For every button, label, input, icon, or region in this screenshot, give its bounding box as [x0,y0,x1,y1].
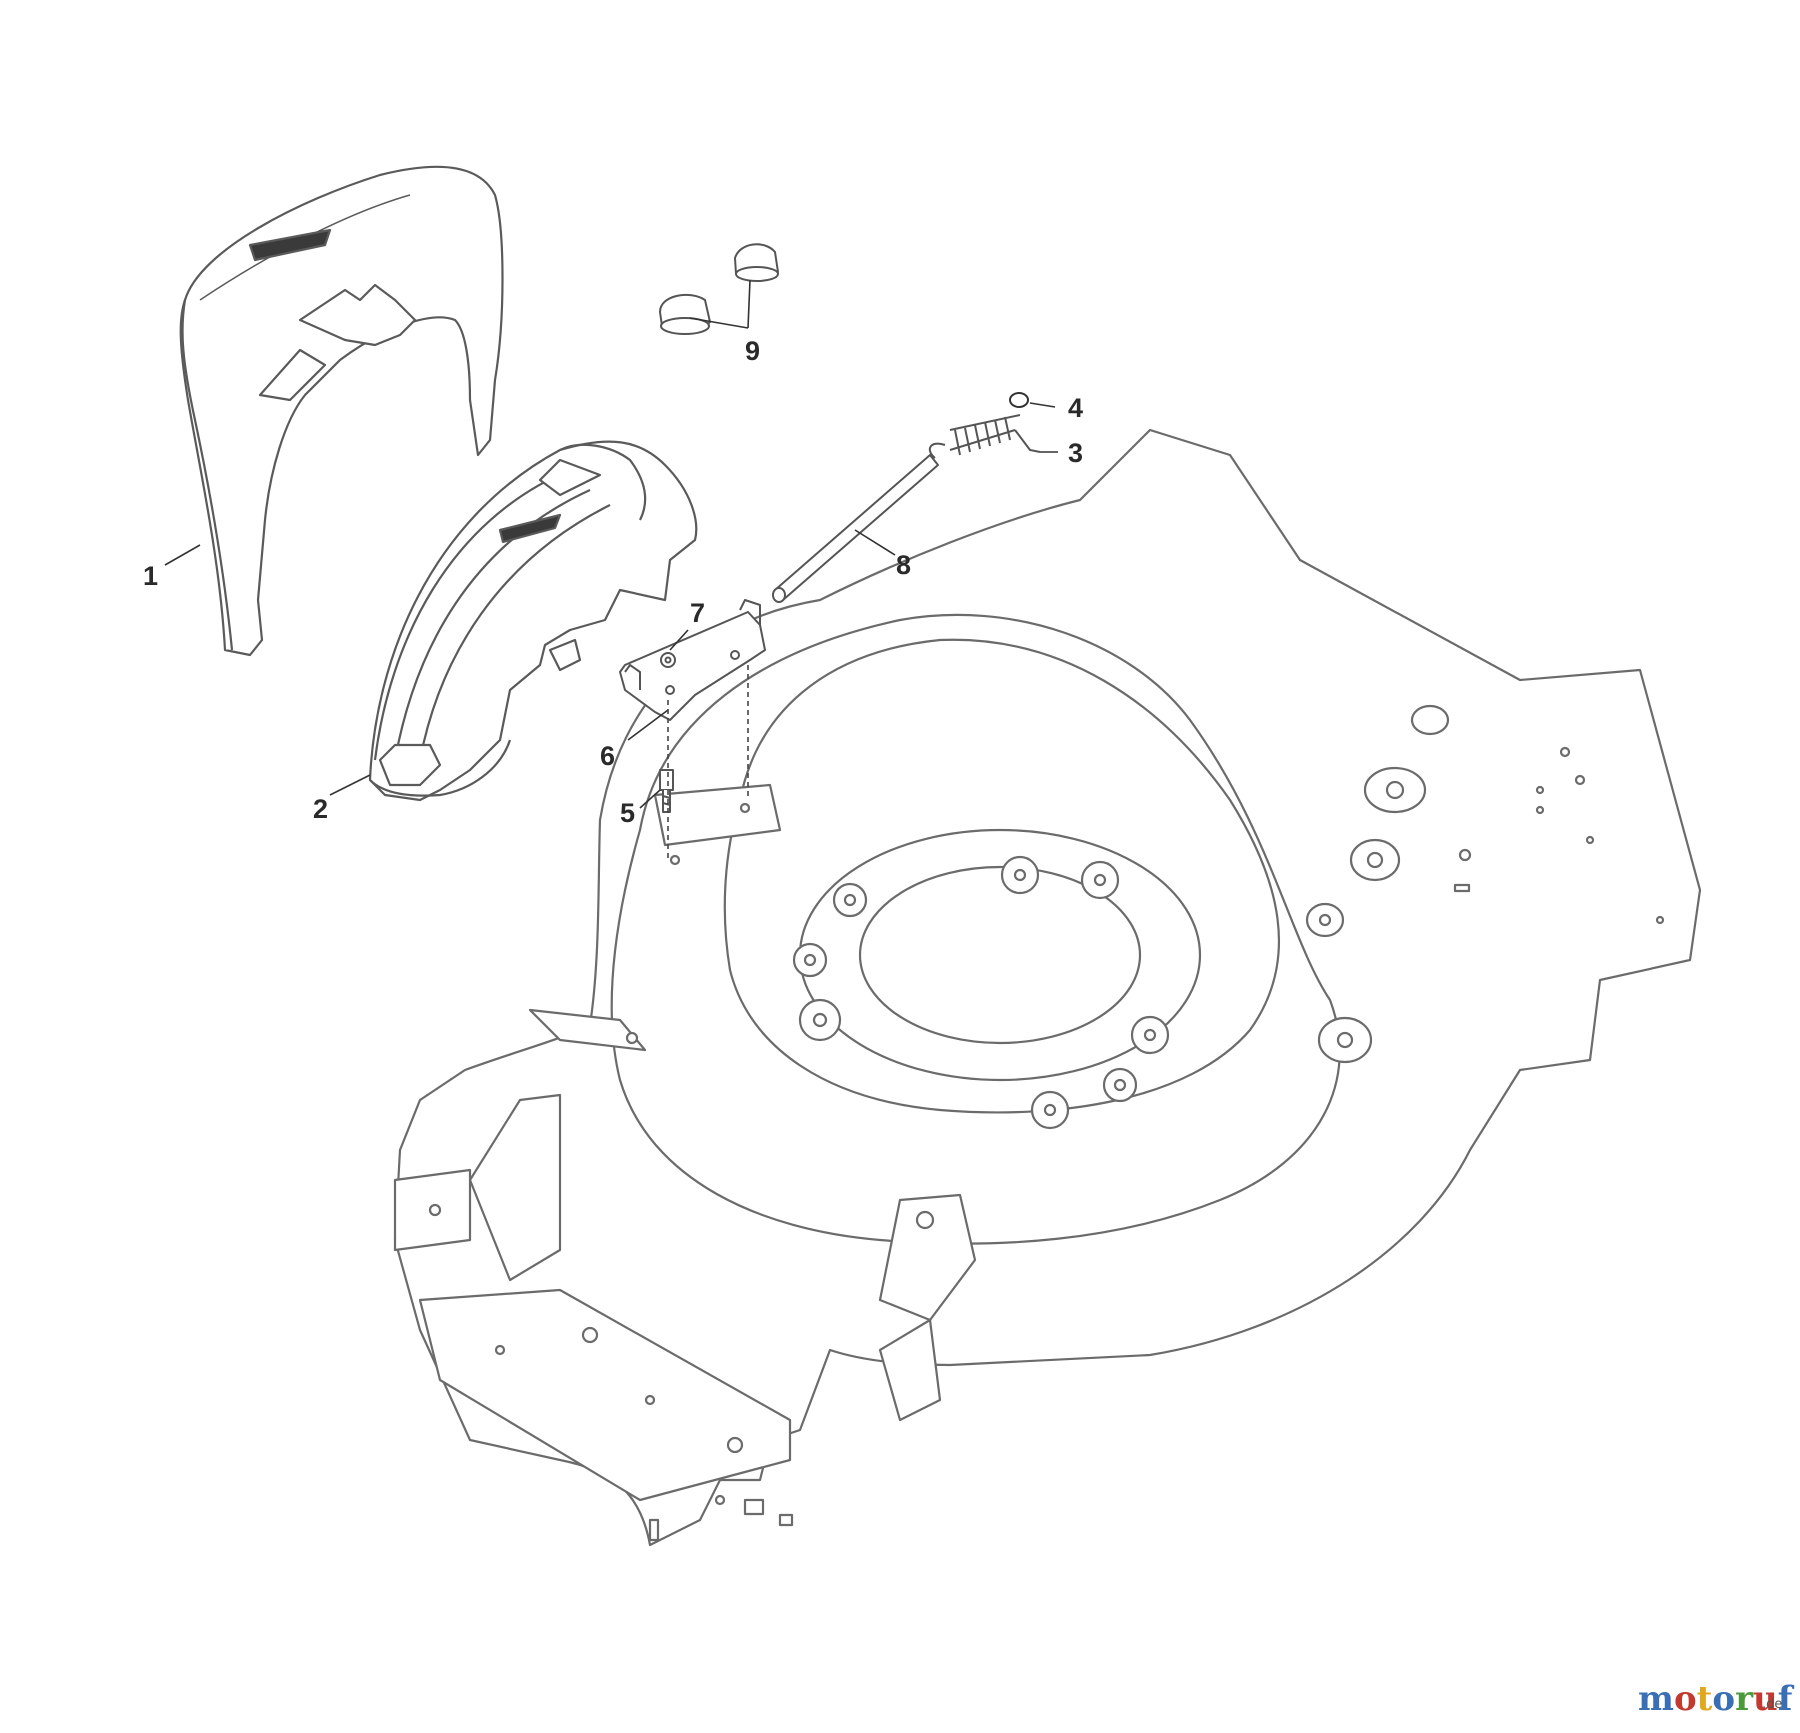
spring [928,414,1041,459]
callout-4: 4 [1068,393,1083,423]
callout-leader-9 [689,279,751,329]
watermark-letter: o [1712,1679,1735,1719]
watermark-letter: r [1735,1679,1754,1719]
callout-8: 8 [896,550,911,580]
callout-9: 9 [745,336,760,366]
callout-leader-4 [1029,402,1056,408]
watermark-letter: f [1778,1679,1795,1719]
lower-cover [368,440,698,802]
callout-6: 6 [600,741,615,771]
nut [660,652,676,668]
callout-3: 3 [1068,438,1083,468]
watermark-logo: motoruf .de [1638,1679,1795,1719]
watermark-letter: m [1638,1679,1674,1719]
callout-leader-7 [669,629,689,651]
callout-leader-5 [639,789,661,809]
upper-cover [179,165,504,657]
callout-5: 5 [620,798,635,828]
clip [1009,392,1029,408]
callout-2: 2 [313,794,328,824]
svg-text:motoruf: motoruf [1638,1679,1795,1719]
callout-1: 1 [143,561,158,591]
caps [659,243,779,335]
callout-leader-8 [854,529,896,556]
callout-leader-1 [164,544,201,566]
watermark-letter: u [1753,1679,1778,1719]
assembly-guide-lines [667,665,749,860]
mower-deck [393,428,1702,1547]
callout-leader-6 [627,709,669,741]
callout-7: 7 [690,598,705,628]
callout-leader-2 [329,774,371,796]
screw [659,769,674,813]
watermark-letter: o [1674,1679,1697,1719]
bracket [619,599,766,721]
rod [772,454,939,603]
watermark-letter: t [1697,1679,1713,1719]
watermark-suffix: .de [1762,1697,1782,1712]
